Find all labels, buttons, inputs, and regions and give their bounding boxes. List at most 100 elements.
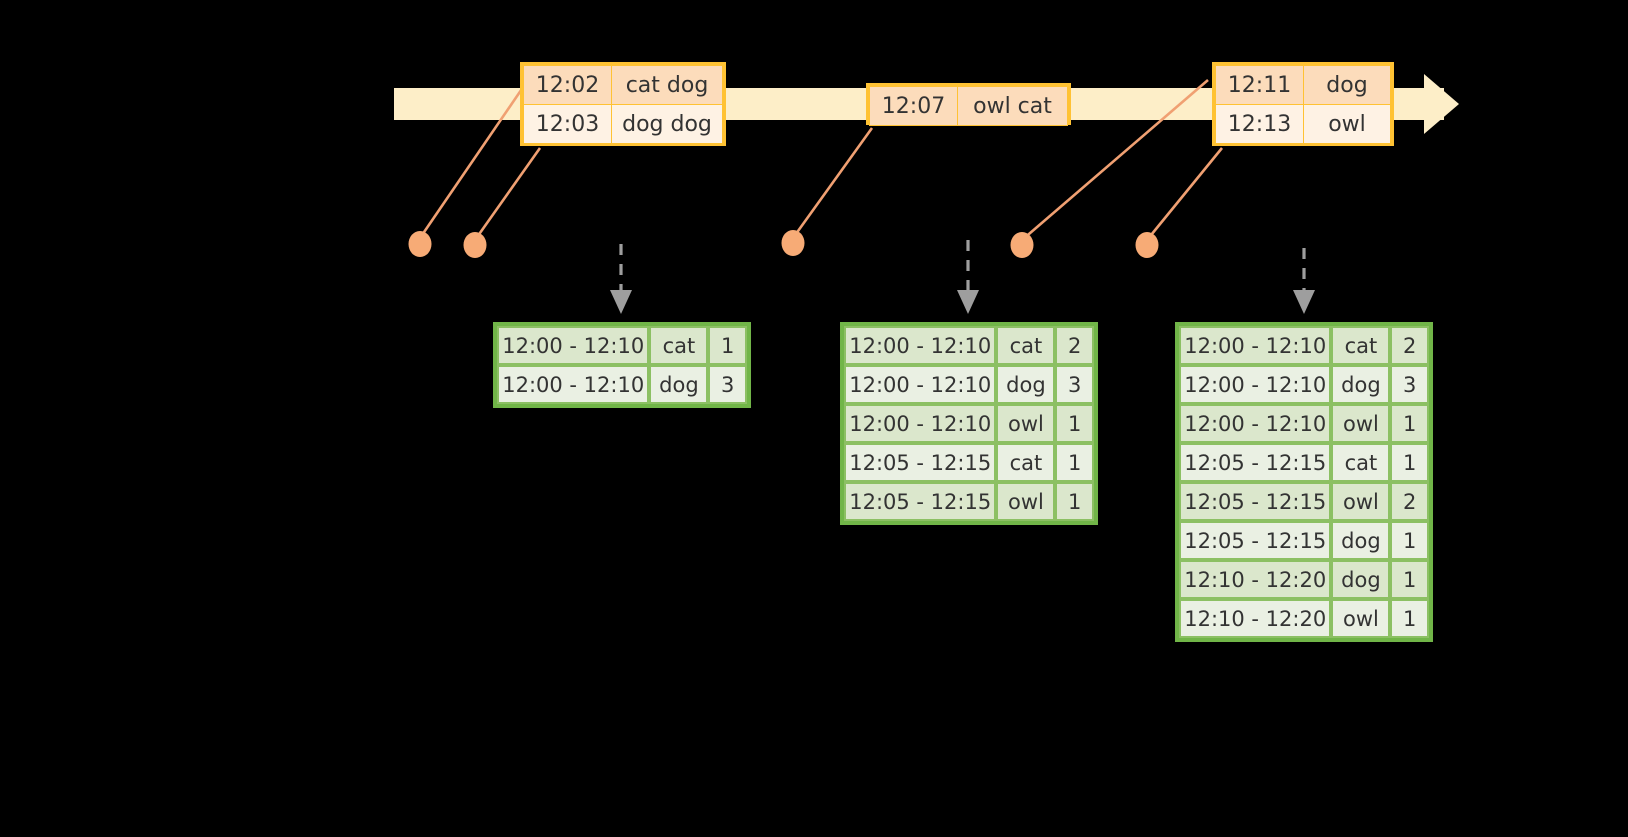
emit-arrowheads xyxy=(610,290,1315,314)
event-row: 12:03 dog dog xyxy=(523,104,723,144)
word-cell: dog xyxy=(1331,560,1391,599)
event-words: cat dog xyxy=(611,65,723,105)
emit-arrowhead-1 xyxy=(610,290,632,314)
connector-4 xyxy=(1021,79,1209,241)
word-cell: dog xyxy=(1331,365,1391,404)
event-time-axis-arrowhead xyxy=(1424,74,1459,134)
event-marker-3 xyxy=(781,230,805,256)
emit-arrowhead-3 xyxy=(1293,290,1315,314)
event-words: dog xyxy=(1303,65,1391,105)
event-marker-1 xyxy=(408,231,432,257)
event-box-c: 12:11 dog 12:13 owl xyxy=(1212,62,1394,146)
window-cell: 12:00 - 12:10 xyxy=(497,365,650,404)
count-cell: 1 xyxy=(1390,599,1429,638)
connector-1 xyxy=(418,79,530,239)
event-time: 12:02 xyxy=(523,65,612,105)
word-cell: owl xyxy=(1331,599,1391,638)
event-marker-5 xyxy=(1135,232,1159,258)
word-cell: dog xyxy=(996,365,1056,404)
word-cell: cat xyxy=(1331,326,1391,365)
window-cell: 12:00 - 12:10 xyxy=(1179,365,1332,404)
connector-3 xyxy=(791,127,874,239)
connector-2 xyxy=(473,147,542,241)
count-cell: 3 xyxy=(708,365,747,404)
event-marker-4 xyxy=(1010,232,1034,258)
word-cell: cat xyxy=(996,326,1056,365)
word-cell: dog xyxy=(1331,521,1391,560)
event-row: 12:13 owl xyxy=(1215,104,1391,144)
window-cell: 12:00 - 12:10 xyxy=(844,326,997,365)
count-cell: 1 xyxy=(708,326,747,365)
window-cell: 12:10 - 12:20 xyxy=(1179,599,1332,638)
word-cell: owl xyxy=(1331,404,1391,443)
count-cell: 1 xyxy=(1055,443,1094,482)
word-cell: cat xyxy=(649,326,709,365)
word-cell: owl xyxy=(996,404,1056,443)
event-words: dog dog xyxy=(611,104,723,144)
window-cell: 12:05 - 12:15 xyxy=(1179,443,1332,482)
count-cell: 2 xyxy=(1390,326,1429,365)
word-cell: owl xyxy=(996,482,1056,521)
emit-arrows xyxy=(619,240,1306,292)
window-cell: 12:10 - 12:20 xyxy=(1179,560,1332,599)
count-cell: 1 xyxy=(1390,521,1429,560)
event-markers xyxy=(408,230,1159,258)
event-time: 12:11 xyxy=(1215,65,1304,105)
event-time: 12:03 xyxy=(523,104,612,144)
word-cell: owl xyxy=(1331,482,1391,521)
window-cell: 12:05 - 12:15 xyxy=(1179,482,1332,521)
window-cell: 12:00 - 12:10 xyxy=(497,326,650,365)
count-cell: 3 xyxy=(1055,365,1094,404)
window-cell: 12:00 - 12:10 xyxy=(844,404,997,443)
window-cell: 12:05 - 12:15 xyxy=(844,443,997,482)
event-words: owl cat xyxy=(957,86,1068,126)
window-cell: 12:00 - 12:10 xyxy=(1179,404,1332,443)
event-row: 12:02 cat dog xyxy=(523,65,723,105)
count-cell: 2 xyxy=(1390,482,1429,521)
window-cell: 12:05 - 12:15 xyxy=(844,482,997,521)
count-cell: 1 xyxy=(1390,443,1429,482)
count-cell: 1 xyxy=(1055,482,1094,521)
window-cell: 12:00 - 12:10 xyxy=(1179,326,1332,365)
event-row: 12:07 owl cat xyxy=(869,86,1068,126)
event-box-b: 12:07 owl cat xyxy=(866,83,1071,126)
event-time: 12:13 xyxy=(1215,104,1304,144)
connector-lines xyxy=(418,79,1224,241)
count-cell: 2 xyxy=(1055,326,1094,365)
connector-5 xyxy=(1145,147,1224,241)
event-row: 12:11 dog xyxy=(1215,65,1391,105)
event-box-a: 12:02 cat dog 12:03 dog dog xyxy=(520,62,726,146)
event-words: owl xyxy=(1303,104,1391,144)
window-cell: 12:05 - 12:15 xyxy=(1179,521,1332,560)
count-cell: 1 xyxy=(1390,404,1429,443)
window-cell: 12:00 - 12:10 xyxy=(844,365,997,404)
word-cell: cat xyxy=(1331,443,1391,482)
count-cell: 3 xyxy=(1390,365,1429,404)
emit-arrowhead-2 xyxy=(957,290,979,314)
event-marker-2 xyxy=(463,232,487,258)
event-time: 12:07 xyxy=(869,86,958,126)
count-cell: 1 xyxy=(1055,404,1094,443)
word-cell: cat xyxy=(996,443,1056,482)
word-cell: dog xyxy=(649,365,709,404)
count-cell: 1 xyxy=(1390,560,1429,599)
